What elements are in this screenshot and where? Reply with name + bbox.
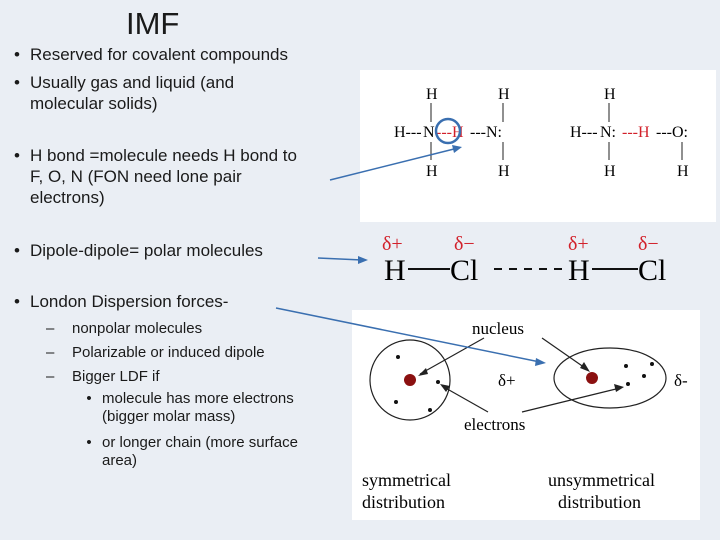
bullet-text: Usually gas and liquid (and molecular so… xyxy=(30,72,234,114)
bullet-dot: • xyxy=(14,146,20,165)
delta-plus: δ+ xyxy=(498,371,516,390)
atom-h: H xyxy=(498,163,510,180)
arrowhead xyxy=(614,384,624,392)
label-distribution: distribution xyxy=(362,492,445,512)
nucleus-dot xyxy=(404,374,416,386)
atom-h: H xyxy=(384,254,406,287)
atom-h-dash: H--- xyxy=(570,124,598,141)
bullet-line: Usually gas and liquid (and xyxy=(30,73,235,92)
sub-bullet-nonpolar: – nonpolar molecules xyxy=(46,317,202,340)
subsub-bullet-electrons: • molecule has more electrons (bigger mo… xyxy=(76,390,346,426)
bullet-text: H bond =molecule needs H bond to F, O, N… xyxy=(30,145,297,208)
delta-plus: δ+ xyxy=(568,233,589,255)
electron-dot xyxy=(436,380,440,384)
atom-h: H xyxy=(568,254,590,287)
sub-bullet-polarizable: – Polarizable or induced dipole xyxy=(46,341,265,364)
bullet-line: F, O, N (FON need lone pair xyxy=(30,167,242,186)
sub-bullet-bigger-ldf: – Bigger LDF if xyxy=(46,365,160,388)
label-symmetrical: symmetrical xyxy=(362,470,451,490)
delta-minus: δ− xyxy=(638,233,659,255)
subsub-bullet-chain: • or longer chain (more surface area) xyxy=(76,434,346,470)
subsub-text: or longer chain (more surface area) xyxy=(102,434,298,470)
sub-dash: – xyxy=(46,320,55,337)
hbond-diagram: H H--- N H ---H H ---N: H H H--- N: H --… xyxy=(360,70,716,222)
bullet-dot: • xyxy=(14,241,20,260)
hbond-dash-h: ---H xyxy=(436,124,464,141)
atom-n-dash: ---N: xyxy=(470,124,502,141)
bullet-line: electrons) xyxy=(30,188,105,207)
bullet-line: (bigger molar mass) xyxy=(102,408,236,425)
atom-cl: Cl xyxy=(638,254,666,287)
sub-text: nonpolar molecules xyxy=(72,320,203,337)
nucleus-dot xyxy=(586,372,598,384)
subsub-text: molecule has more electrons (bigger mola… xyxy=(102,390,294,426)
electron-dot xyxy=(626,382,630,386)
electron-dot xyxy=(396,355,400,359)
atom-n-colon: N: xyxy=(600,124,616,141)
atom-h-dash: H--- xyxy=(394,124,422,141)
atom-h: H xyxy=(426,86,438,103)
atom-cl: Cl xyxy=(450,254,478,287)
arrowhead xyxy=(418,368,428,376)
dipole-svg: δ+ δ− δ+ δ− H Cl H Cl xyxy=(382,233,666,287)
bullet-text: Reserved for covalent compounds xyxy=(30,45,288,64)
pointer-electrons-right xyxy=(521,387,621,413)
bullet-states: • Usually gas and liquid (and molecular … xyxy=(4,72,234,114)
bullet-dot: • xyxy=(14,73,20,92)
atom-h: H xyxy=(604,86,616,103)
atom-h: H xyxy=(426,163,438,180)
bullet-line: or longer chain (more surface xyxy=(102,434,298,451)
label-distribution: distribution xyxy=(558,492,641,512)
delta-minus: δ− xyxy=(454,233,475,255)
delta-plus: δ+ xyxy=(382,233,403,255)
label-electrons: electrons xyxy=(464,415,525,434)
electron-dot xyxy=(642,374,646,378)
hbond-svg: H H--- N H ---H H ---N: H H H--- N: H --… xyxy=(394,86,689,180)
bullet-dot: • xyxy=(14,45,20,64)
delta-minus: δ- xyxy=(674,371,688,390)
bullet-text: London Dispersion forces- xyxy=(30,292,229,311)
arrowhead xyxy=(358,256,368,264)
hbond-dash-h: ---H xyxy=(622,124,650,141)
bullet-dipole: • Dipole-dipole= polar molecules xyxy=(4,240,263,261)
atom-h: H xyxy=(604,163,616,180)
arrowhead xyxy=(580,362,590,372)
dipole-diagram: δ+ δ− δ+ δ− H Cl H Cl xyxy=(372,228,672,288)
ldf-diagram: nucleus δ+ δ- electrons symmetrical dist… xyxy=(352,310,700,520)
highlight-circle xyxy=(434,117,462,145)
pointer-nucleus-right xyxy=(541,337,589,371)
label-unsymmetrical: unsymmetrical xyxy=(548,470,655,490)
arrow-dipole xyxy=(317,257,363,261)
pointer-electrons-left xyxy=(441,385,489,413)
electron-dot xyxy=(394,400,398,404)
arrowhead xyxy=(440,384,450,392)
bullet-dot: • xyxy=(14,292,20,311)
atom-h: H xyxy=(677,163,689,180)
bullet-line: molecule has more electrons xyxy=(102,390,294,407)
electron-dot xyxy=(428,408,432,412)
bullet-ldf: • London Dispersion forces- xyxy=(4,291,228,312)
label-nucleus: nucleus xyxy=(472,319,524,338)
bullet-text: Dipole-dipole= polar molecules xyxy=(30,241,263,260)
atom-o-dash: ---O: xyxy=(656,124,688,141)
bullet-hbond: • H bond =molecule needs H bond to F, O,… xyxy=(4,145,297,208)
atom-n: N xyxy=(423,124,435,141)
atom-h: H xyxy=(498,86,510,103)
bullet-line: area) xyxy=(102,452,138,469)
sub-dash: – xyxy=(46,344,55,361)
electron-cloud-unsymmetric xyxy=(553,347,667,409)
bullet-line: H bond =molecule needs H bond to xyxy=(30,146,297,165)
slide-title: IMF xyxy=(126,6,180,41)
ldf-svg: nucleus δ+ δ- electrons symmetrical dist… xyxy=(362,319,688,512)
sub-text: Bigger LDF if xyxy=(72,368,160,385)
bullet-line: molecular solids) xyxy=(30,94,158,113)
bullet-dot: • xyxy=(86,434,92,451)
electron-dot xyxy=(650,362,654,366)
electron-dot xyxy=(624,364,628,368)
bullet-dot: • xyxy=(86,390,92,407)
bullet-covalent: • Reserved for covalent compounds xyxy=(4,44,288,65)
pointer-nucleus-left xyxy=(419,337,485,375)
sub-text: Polarizable or induced dipole xyxy=(72,344,265,361)
sub-dash: – xyxy=(46,368,55,385)
